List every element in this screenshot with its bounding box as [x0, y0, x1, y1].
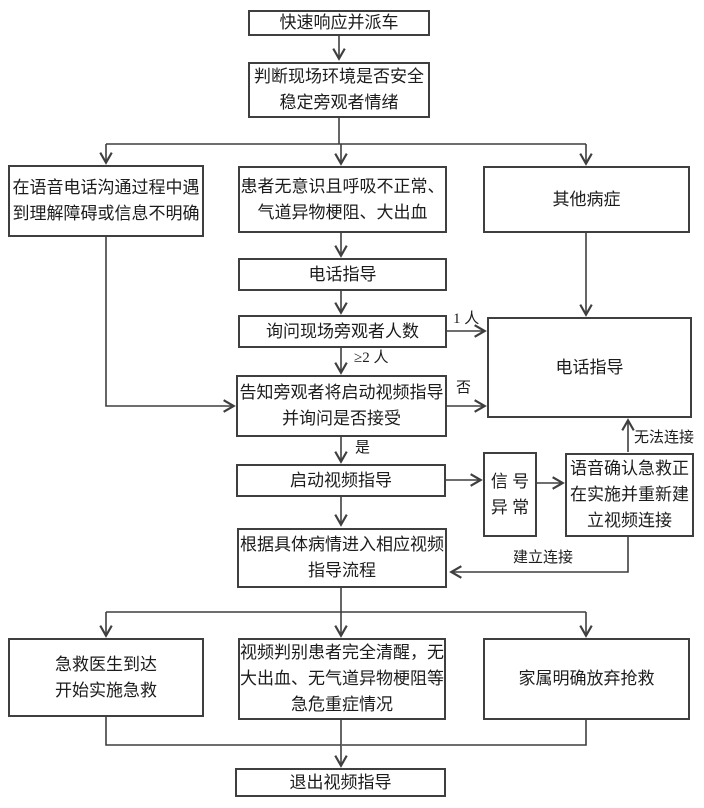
node-text: 到理解障碍或信息不明确 [12, 204, 200, 223]
edge-label-connection-established: 建立连接 [513, 550, 574, 566]
node-text: 在实施并重新建 [570, 485, 689, 505]
node-text: 询问现场旁观者人数 [266, 321, 419, 341]
node-voice-confirm-reconnect: 语音确认急救正 在实施并重新建 立视频连接 [565, 453, 694, 537]
node-rapid-dispatch: 快速响应并派车 [248, 10, 430, 36]
node-text: 患者无意识且呼吸不正常、 [240, 176, 445, 196]
node-other-conditions: 其他病症 [483, 166, 690, 233]
node-text: 并询问是否接受 [282, 409, 401, 428]
node-enter-video-flow: 根据具体病情进入相应视频 指导流程 [237, 528, 447, 588]
node-text: 电话指导 [308, 264, 377, 284]
node-text: 视频判别患者完全清醒，无 [240, 643, 444, 663]
node-doctor-arrived: 急救医生到达 开始实施急救 [8, 638, 204, 717]
node-text: 根据具体病情进入相应视频 [240, 535, 444, 555]
node-text: 退出视频指导 [289, 772, 392, 792]
edge-label-no: 否 [456, 380, 472, 396]
node-text: 气道异物梗阻、大出血 [257, 202, 428, 222]
node-text: 在语音电话沟通过程中遇 [12, 178, 200, 198]
node-text: 启动视频指导 [290, 470, 392, 490]
edge-label-yes: 是 [355, 440, 371, 456]
edge-label-cannot-connect: 无法连接 [634, 430, 695, 446]
node-text: 告知旁观者将启动视频指导 [239, 383, 444, 403]
node-text: 其他病症 [552, 189, 621, 209]
node-signal-abnormal: 信 号 异 常 [483, 452, 537, 537]
node-ask-bystander-count: 询问现场旁观者人数 [238, 315, 447, 348]
node-exit-video-guidance: 退出视频指导 [235, 768, 446, 797]
node-phone-guidance-main: 电话指导 [487, 317, 692, 418]
node-text: 异 常 [490, 497, 530, 517]
node-text: 电话指导 [555, 357, 624, 377]
node-patient-fully-awake: 视频判别患者完全清醒，无 大出血、无气道异物梗阻等 急危重症情况 [238, 638, 446, 720]
node-text: 急危重症情况 [291, 694, 393, 714]
node-text: 快速响应并派车 [279, 13, 399, 33]
node-text: 开始实施急救 [55, 680, 157, 700]
node-text: 指导流程 [308, 561, 376, 580]
node-text: 语音确认急救正 [570, 459, 689, 479]
node-text: 急救医生到达 [55, 654, 157, 674]
node-inform-video-guidance: 告知旁观者将启动视频指导 并询问是否接受 [236, 375, 447, 437]
node-text: 立视频连接 [587, 510, 672, 530]
node-text: 稳定旁观者情绪 [279, 93, 399, 112]
node-text: 大出血、无气道异物梗阻等 [240, 669, 444, 689]
node-communication-barrier: 在语音电话沟通过程中遇 到理解障碍或信息不明确 [8, 165, 204, 237]
node-assess-scene-safety: 判断现场环境是否安全 稳定旁观者情绪 [248, 62, 430, 118]
node-text: 信 号 [490, 471, 530, 491]
node-family-gives-up: 家属明确放弃抢救 [483, 638, 690, 720]
edge-label-one-person: 1 人 [453, 311, 480, 327]
node-text: 家属明确放弃抢救 [518, 669, 655, 689]
node-phone-guidance-initial: 电话指导 [238, 258, 447, 291]
node-text: 判断现场环境是否安全 [254, 67, 424, 87]
edge-label-two-or-more: ≥2 人 [354, 350, 389, 366]
node-start-video-guidance: 启动视频指导 [236, 464, 446, 497]
node-critical-condition: 患者无意识且呼吸不正常、 气道异物梗阻、大出血 [238, 166, 447, 233]
